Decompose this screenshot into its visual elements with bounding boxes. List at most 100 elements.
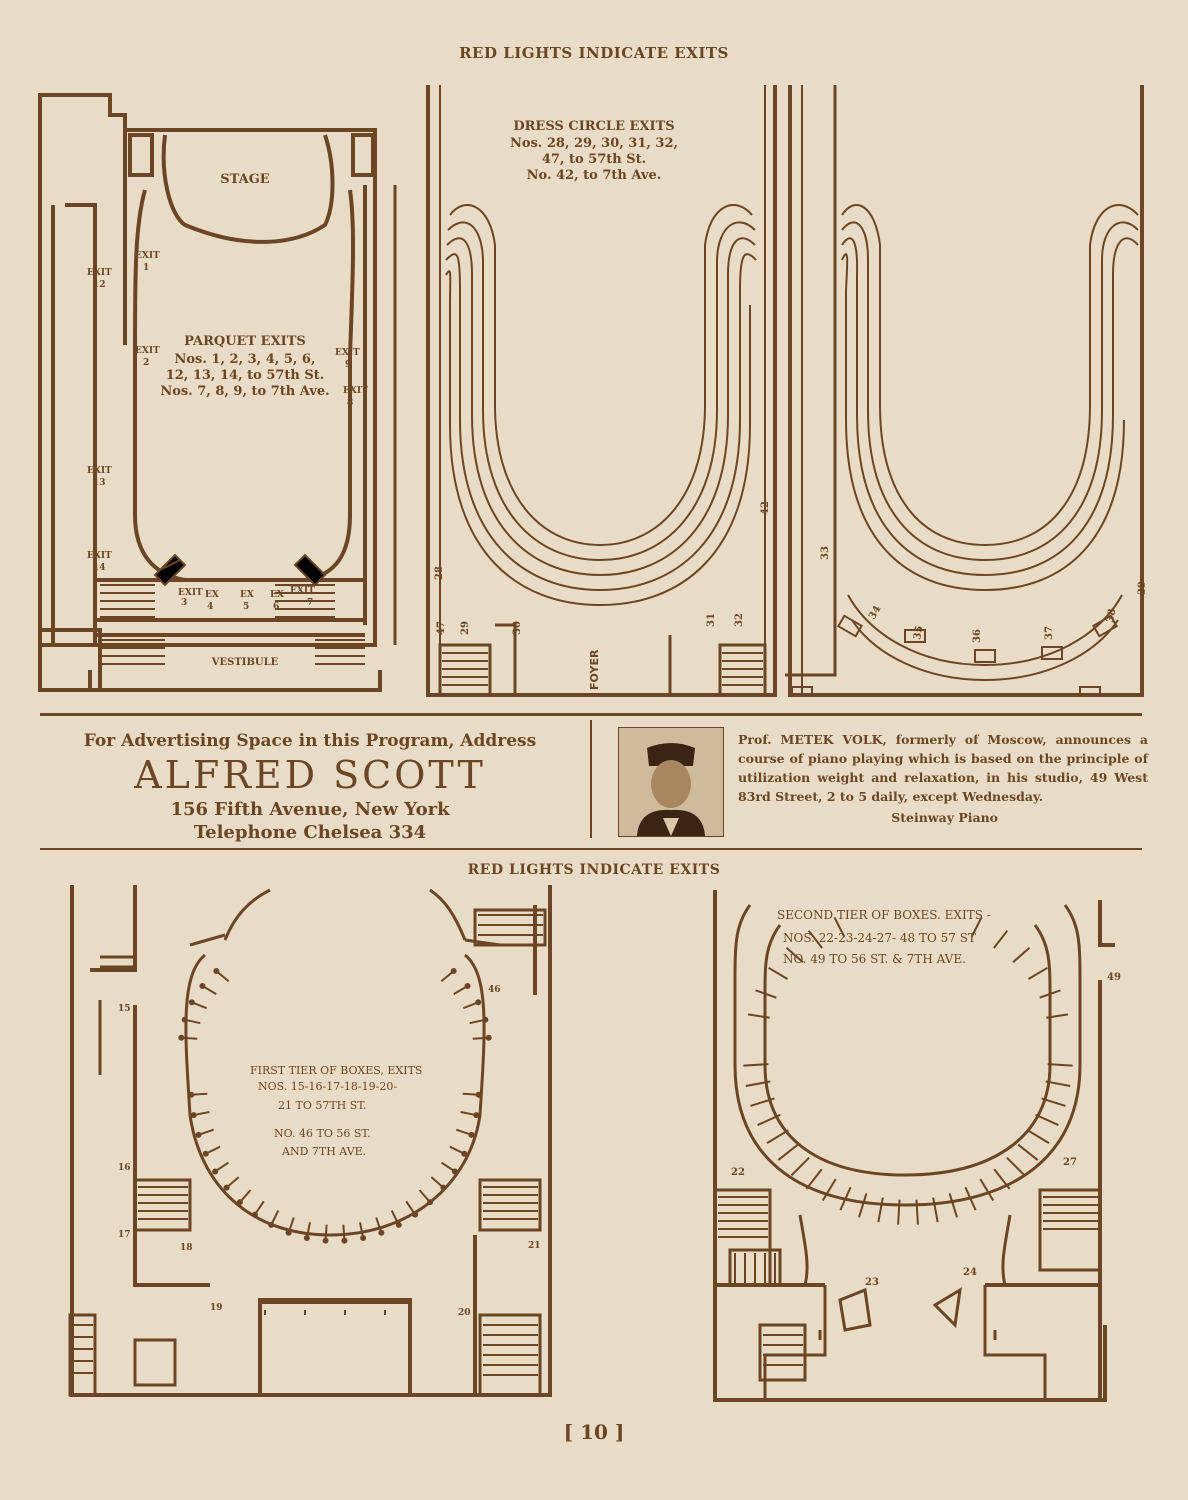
first-tier-exit-17: 17 bbox=[118, 1230, 131, 1240]
advertising-notice: For Advertising Space in this Program, A… bbox=[40, 725, 580, 843]
dress-circle-title: DRESS CIRCLE EXITS bbox=[513, 119, 674, 134]
box-divider bbox=[768, 966, 789, 980]
box-divider bbox=[915, 1199, 919, 1225]
dress-exit-32: 32 bbox=[734, 613, 745, 627]
box-divider bbox=[964, 1186, 977, 1211]
dress-exit-28: 28 bbox=[434, 566, 445, 580]
box-seat-dot bbox=[412, 1211, 419, 1218]
box-divider bbox=[755, 989, 777, 999]
box-seat-dot bbox=[190, 1112, 197, 1119]
box-seat-dot bbox=[482, 1016, 489, 1023]
box-seat-dot bbox=[251, 1211, 258, 1218]
parquet-exits-line1: Nos. 1, 2, 3, 4, 5, 6, bbox=[175, 352, 316, 367]
exit-word-12: EXIT bbox=[87, 268, 112, 278]
exit-word-3: EXIT bbox=[178, 588, 203, 598]
page-number: [ 10 ] bbox=[563, 1420, 625, 1444]
teacher-name: Prof. METEK VOLK, bbox=[738, 732, 887, 747]
ex-word-5: EX bbox=[240, 590, 254, 600]
bottom-header: RED LIGHTS INDICATE EXITS bbox=[467, 862, 721, 878]
parquet-exits-title: PARQUET EXITS bbox=[184, 334, 306, 349]
box-divider bbox=[1006, 1156, 1026, 1177]
box-divider bbox=[1027, 966, 1048, 980]
box-divider bbox=[970, 916, 983, 938]
dress-circle-floor-plan: DRESS CIRCLE EXITS Nos. 28, 29, 30, 31, … bbox=[426, 85, 777, 697]
dress-circle-line3: No. 42, to 7th Ave. bbox=[527, 168, 662, 183]
exit-word-1: EXIT bbox=[135, 251, 160, 261]
box-seat-dot bbox=[188, 999, 195, 1006]
box-divider bbox=[979, 1178, 995, 1202]
dress-circle-line1: Nos. 28, 29, 30, 31, 32, bbox=[510, 136, 678, 151]
first-tier-title: FIRST TIER OF BOXES, EXITS bbox=[250, 1064, 422, 1077]
box-seat-dot bbox=[188, 1091, 195, 1098]
ad-left-line1: For Advertising Space in this Program, A… bbox=[83, 731, 537, 751]
advertiser-name: ALFRED SCOTT bbox=[134, 753, 486, 797]
first-tier-exit-16: 16 bbox=[118, 1163, 131, 1173]
second-tier-exit-22: 22 bbox=[731, 1167, 745, 1178]
first-tier-exit-19: 19 bbox=[210, 1303, 223, 1313]
box-divider bbox=[821, 1178, 837, 1202]
box-seat-dot bbox=[378, 1229, 385, 1236]
box-divider bbox=[1039, 989, 1061, 999]
box-seat-dot bbox=[427, 1199, 434, 1206]
first-tier-exit-18: 18 bbox=[180, 1243, 193, 1253]
box-seat-dot bbox=[285, 1229, 292, 1236]
balcony-exit-36: 36 bbox=[972, 629, 983, 643]
box-seat-dot bbox=[473, 1112, 480, 1119]
box-divider bbox=[743, 1063, 769, 1067]
piano-lesson-notice: Prof. METEK VOLK, formerly of Moscow, an… bbox=[738, 730, 1148, 827]
box-divider bbox=[993, 930, 1009, 949]
parquet-exits-line2: 12, 13, 14, to 57th St. bbox=[166, 368, 325, 383]
portrait-photo bbox=[618, 727, 724, 837]
box-divider bbox=[1012, 946, 1031, 964]
box-seat-dot bbox=[202, 1150, 209, 1157]
ad-divider bbox=[590, 720, 592, 838]
box-divider bbox=[747, 1013, 770, 1019]
box-seat-dot bbox=[303, 1234, 310, 1241]
box-divider bbox=[777, 1143, 799, 1161]
second-tier-floor-plan: SECOND TIER OF BOXES. EXITS - NOS. 22-23… bbox=[713, 890, 1121, 1402]
foyer-label: FOYER bbox=[588, 649, 601, 690]
exit-word-14: EXIT bbox=[87, 551, 112, 561]
advertiser-phone: Telephone Chelsea 334 bbox=[193, 822, 427, 843]
box-divider bbox=[1047, 1063, 1073, 1067]
exit-label-8: 8 bbox=[347, 398, 353, 408]
box-divider bbox=[745, 1080, 771, 1087]
box-seat-dot bbox=[360, 1234, 367, 1241]
balcony-exit-34: 34 bbox=[867, 604, 884, 622]
second-tier-boxes bbox=[743, 916, 1073, 1225]
balcony-exit-35: 35 bbox=[912, 625, 925, 641]
first-tier-exit-46: 46 bbox=[488, 985, 501, 995]
box-divider bbox=[785, 946, 804, 964]
box-divider bbox=[1035, 1113, 1059, 1126]
stage-label: STAGE bbox=[220, 172, 270, 187]
box-divider bbox=[1045, 1080, 1071, 1087]
balcony-exit-33: 33 bbox=[820, 546, 831, 560]
advertiser-address: 156 Fifth Avenue, New York bbox=[170, 799, 450, 820]
exit-label-13: 13 bbox=[93, 478, 106, 488]
ad-top-rule bbox=[40, 713, 1142, 716]
box-seat-dot bbox=[464, 982, 471, 989]
box-seat-dot bbox=[440, 1184, 447, 1191]
box-seat-dot bbox=[450, 968, 457, 975]
exit-label-1: 1 bbox=[143, 263, 149, 273]
second-tier-title: SECOND TIER OF BOXES. EXITS - bbox=[777, 908, 991, 922]
second-tier-exit-24: 24 bbox=[963, 1267, 977, 1278]
parquet-floor-plan: STAGE PARQUET EXITS Nos. 1, 2, 3, 4, 5, … bbox=[38, 93, 397, 692]
first-tier-line4: AND 7TH AVE. bbox=[281, 1145, 366, 1158]
first-tier-exit-21: 21 bbox=[528, 1241, 541, 1251]
piano-notice-signature: Steinway Piano bbox=[891, 810, 998, 825]
first-tier-exit-20: 20 bbox=[458, 1308, 471, 1318]
first-tier-line3: NO. 46 TO 56 ST. bbox=[274, 1127, 371, 1140]
exit-word-9: EXIT bbox=[335, 348, 360, 358]
box-seat-dot bbox=[223, 1184, 230, 1191]
piano-notice-body: Prof. METEK VOLK, formerly of Moscow, an… bbox=[738, 730, 1148, 806]
balcony-exit-37: 37 bbox=[1044, 626, 1055, 640]
ex-word-4: EX bbox=[205, 590, 219, 600]
exit-label-9: 9 bbox=[345, 360, 351, 370]
box-seat-dot bbox=[178, 1034, 185, 1041]
box-seat-dot bbox=[395, 1221, 402, 1228]
exit-label-2: 2 bbox=[143, 358, 149, 368]
box-divider bbox=[807, 930, 823, 949]
box-seat-dot bbox=[236, 1199, 243, 1206]
